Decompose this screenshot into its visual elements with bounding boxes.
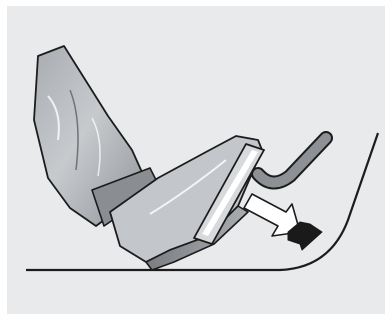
pedal-arm-icon: [258, 138, 326, 183]
press-direction-arrow-icon: [244, 194, 322, 250]
shoe-icon: [34, 46, 262, 270]
